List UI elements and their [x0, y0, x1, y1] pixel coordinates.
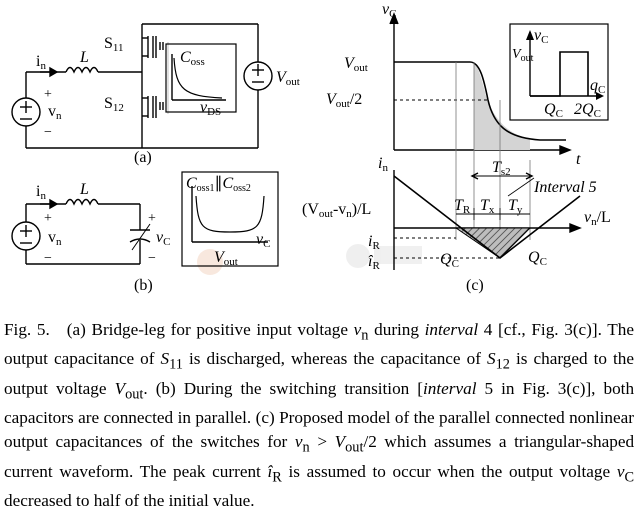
svg-text:vC: vC [256, 231, 270, 250]
svg-text:L: L [79, 49, 89, 66]
caption-math-vc-sub: C [624, 469, 635, 486]
caption-math-s12-sub: 12 [495, 356, 510, 373]
caption-text: is discharged, whereas the capacitance o… [189, 349, 481, 369]
svg-text:iR: iR [368, 233, 380, 252]
svg-text:in: in [378, 155, 388, 174]
caption-math-s11-sub: 11 [169, 356, 183, 373]
caption-math-s12: S [486, 349, 496, 369]
svg-text:Vout: Vout [512, 47, 534, 64]
svg-text:vDS: vDS [200, 99, 221, 118]
panel-b-labels: in L + vn − + vC − Coss1∥Coss2 vC Vout (… [36, 175, 270, 294]
caption-math-cond-vn-sub: n [302, 439, 310, 456]
svg-text:(Vout-vn)/L: (Vout-vn)/L [302, 201, 371, 220]
panel-c-plot [389, 12, 609, 270]
caption-text: is charged to the output voltage [4, 349, 635, 398]
caption-interval-5: interval [423, 378, 477, 398]
svg-text:Vout: Vout [344, 55, 368, 74]
svg-text:Vout: Vout [214, 249, 238, 268]
caption-text: during [374, 320, 419, 339]
svg-text:in: in [36, 53, 46, 72]
svg-text:vn/L: vn/L [584, 209, 611, 228]
caption-text: 4 [cf., Fig. 3(c)]. The output capacitan… [4, 320, 634, 369]
caption-fig-label: Fig. 5. [4, 320, 50, 339]
caption-math-gt: > [317, 432, 328, 452]
svg-text:Coss: Coss [180, 49, 205, 68]
svg-text:vC: vC [382, 1, 396, 20]
svg-text:vC: vC [534, 27, 548, 46]
svg-text:−: − [148, 251, 156, 266]
caption-text: decreased to half of the initial value. [4, 491, 255, 511]
caption-math-vn: v [353, 320, 362, 339]
svg-text:îR: îR [368, 253, 380, 272]
figure-5: in L + vn − S11 S12 Coss vDS Vout (a) i [11, 1, 611, 294]
svg-text:vn: vn [48, 229, 62, 248]
svg-text:t: t [576, 151, 581, 168]
panel-c-label: (c) [466, 277, 484, 294]
caption-math-vn-sub: n [361, 327, 369, 344]
panel-c-labels: vC t Vout Vout/2 in (Vout-vn)/L Ts2 Inte… [302, 1, 611, 294]
caption-math-vout-sub: out [125, 386, 144, 403]
svg-text:L: L [79, 181, 89, 198]
svg-text:+: + [44, 211, 52, 226]
caption-text: is assumed to occur when the output volt… [288, 461, 611, 481]
caption-text: 5 in Fig. 3(c)], both capacitors are con… [4, 378, 635, 452]
panel-b-circuit [11, 171, 279, 267]
watermark [197, 244, 422, 275]
caption-text: . (b) During the switching transition [ [143, 378, 424, 398]
svg-text:S11: S11 [104, 35, 124, 54]
svg-text:S12: S12 [104, 95, 124, 114]
figure-caption: Fig. 5. (a) Bridge-leg for positive inpu… [4, 318, 634, 513]
svg-text:QC: QC [440, 251, 459, 270]
svg-text:Coss1∥Coss2: Coss1∥Coss2 [186, 175, 251, 194]
svg-text:Ty: Ty [508, 197, 523, 216]
caption-math-vout: V [114, 378, 126, 398]
svg-text:−: − [44, 125, 52, 140]
caption-text: (a) Bridge-leg for positive input voltag… [66, 320, 348, 339]
caption-math-cond-vout: V [334, 432, 346, 452]
caption-math-cond-vn: v [294, 432, 303, 452]
svg-text:QC: QC [544, 101, 563, 120]
caption-math-cond-vout-sub: out [345, 439, 364, 456]
svg-text:qC: qC [590, 77, 605, 96]
svg-text:vn: vn [48, 103, 62, 122]
panel-b-label: (b) [134, 277, 153, 294]
caption-text: which assumes a triangular-shaped curren… [4, 432, 635, 481]
caption-math-ihat: î [267, 461, 273, 481]
caption-math-s11: S [160, 349, 170, 369]
svg-text:−: − [44, 251, 52, 266]
panel-a-circuit [11, 23, 273, 149]
svg-text:in: in [36, 183, 46, 202]
panel-a-labels: in L + vn − S11 S12 Coss vDS Vout (a) [36, 35, 300, 166]
panel-a-label: (a) [134, 149, 152, 166]
svg-text:Interval 5: Interval 5 [533, 179, 597, 196]
svg-text:Vout: Vout [276, 69, 300, 88]
svg-text:2QC: 2QC [574, 101, 601, 120]
svg-text:+: + [44, 87, 52, 102]
svg-text:+: + [148, 211, 156, 226]
svg-text:QC: QC [528, 249, 547, 268]
caption-math-div: /2 [363, 432, 377, 452]
svg-text:Tx: Tx [480, 197, 495, 216]
caption-math-ihat-sub: R [272, 469, 282, 486]
caption-interval-4: interval [424, 320, 479, 339]
svg-text:vC: vC [156, 229, 170, 248]
svg-text:Vout/2: Vout/2 [326, 91, 362, 110]
svg-text:TR: TR [454, 197, 471, 216]
svg-text:Ts2: Ts2 [492, 159, 511, 178]
caption-math-vc: v [616, 461, 625, 481]
